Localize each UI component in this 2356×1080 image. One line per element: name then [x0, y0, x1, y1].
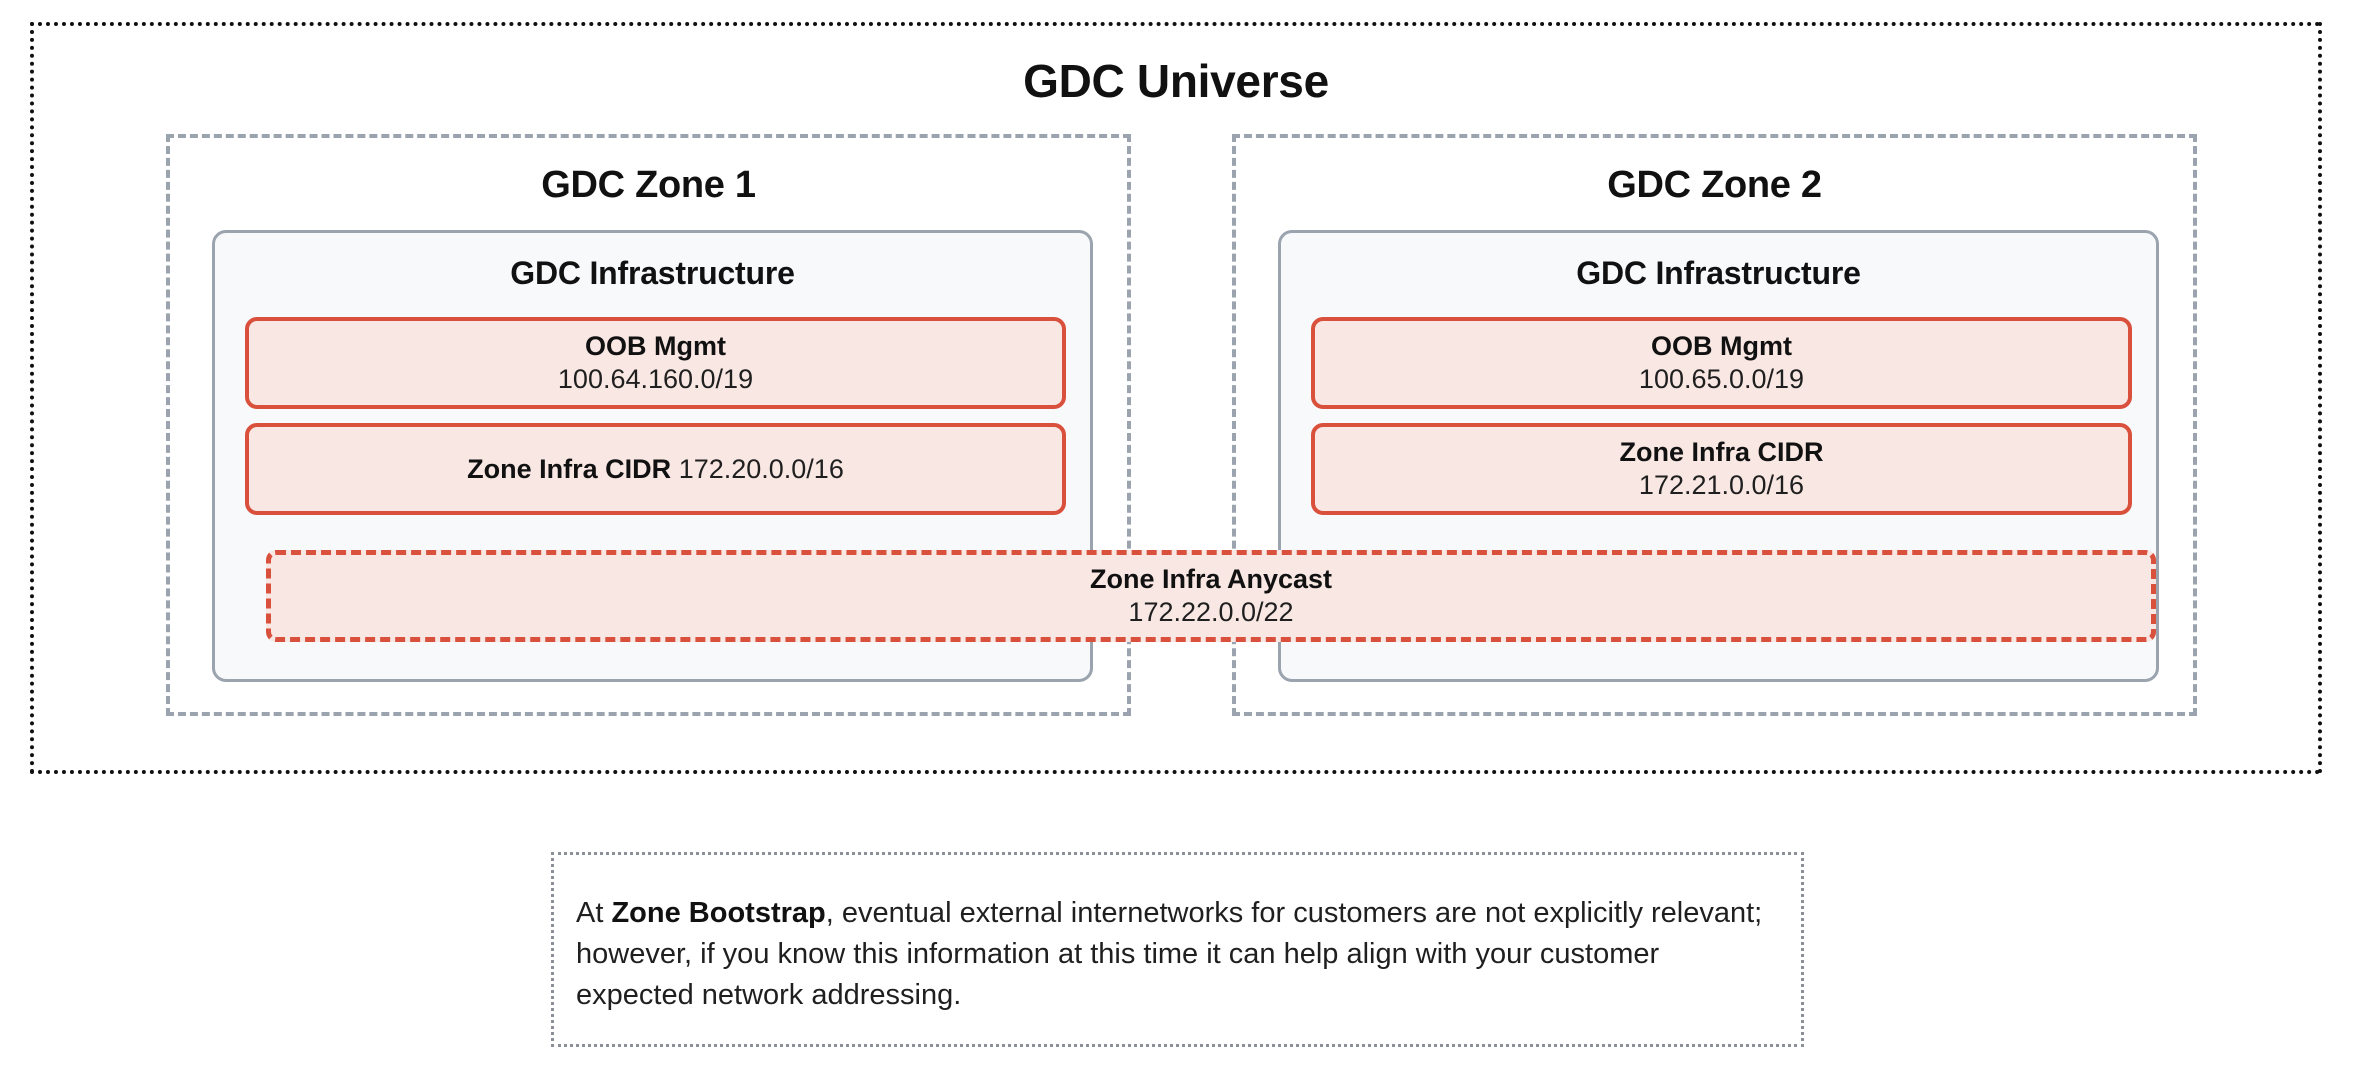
- cidr-value: 100.65.0.0/19: [1638, 364, 1805, 394]
- footnote-emphasis: Zone Bootstrap: [611, 897, 826, 929]
- cidr-box-zone-infra-anycast: Zone Infra Anycast 172.22.0.0/22: [266, 550, 2156, 642]
- cidr-inline-row: Zone Infra CIDR 172.20.0.0/16: [467, 453, 844, 486]
- cidr-label: Zone Infra CIDR: [1619, 437, 1824, 468]
- page-title: GDC Universe: [1023, 55, 1329, 107]
- cidr-box-oob-mgmt: OOB Mgmt 100.64.160.0/19: [245, 317, 1066, 409]
- zone-title: GDC Zone 2: [1607, 164, 1822, 206]
- zone-title: GDC Zone 1: [541, 164, 756, 206]
- footnote-text: At Zone Bootstrap, eventual external int…: [576, 893, 1779, 1017]
- infrastructure-title: GDC Infrastructure: [510, 255, 795, 291]
- cidr-label: OOB Mgmt: [585, 331, 726, 362]
- cidr-label: OOB Mgmt: [1651, 331, 1792, 362]
- cidr-value: 172.20.0.0/16: [678, 453, 844, 484]
- cidr-box-zone-infra-cidr: Zone Infra CIDR 172.20.0.0/16: [245, 423, 1066, 515]
- footnote-rest: , eventual external internetworks for cu…: [576, 897, 1763, 1012]
- cidr-label: Zone Infra Anycast: [1089, 564, 1333, 595]
- cidr-value: 172.22.0.0/22: [1128, 597, 1294, 627]
- infrastructure-title: GDC Infrastructure: [1576, 255, 1861, 291]
- gdc-universe-container: GDC Universe GDC Zone 1 GDC Infrastructu…: [30, 22, 2322, 774]
- cidr-box-zone-infra-cidr: Zone Infra CIDR 172.21.0.0/16: [1311, 423, 2132, 515]
- cidr-box-oob-mgmt: OOB Mgmt 100.65.0.0/19: [1311, 317, 2132, 409]
- cidr-label: Zone Infra CIDR: [467, 453, 672, 484]
- cidr-value: 172.21.0.0/16: [1638, 470, 1805, 500]
- cidr-value: 100.64.160.0/19: [557, 364, 754, 394]
- footnote-callout: At Zone Bootstrap, eventual external int…: [551, 852, 1804, 1047]
- footnote-lead: At: [576, 897, 612, 929]
